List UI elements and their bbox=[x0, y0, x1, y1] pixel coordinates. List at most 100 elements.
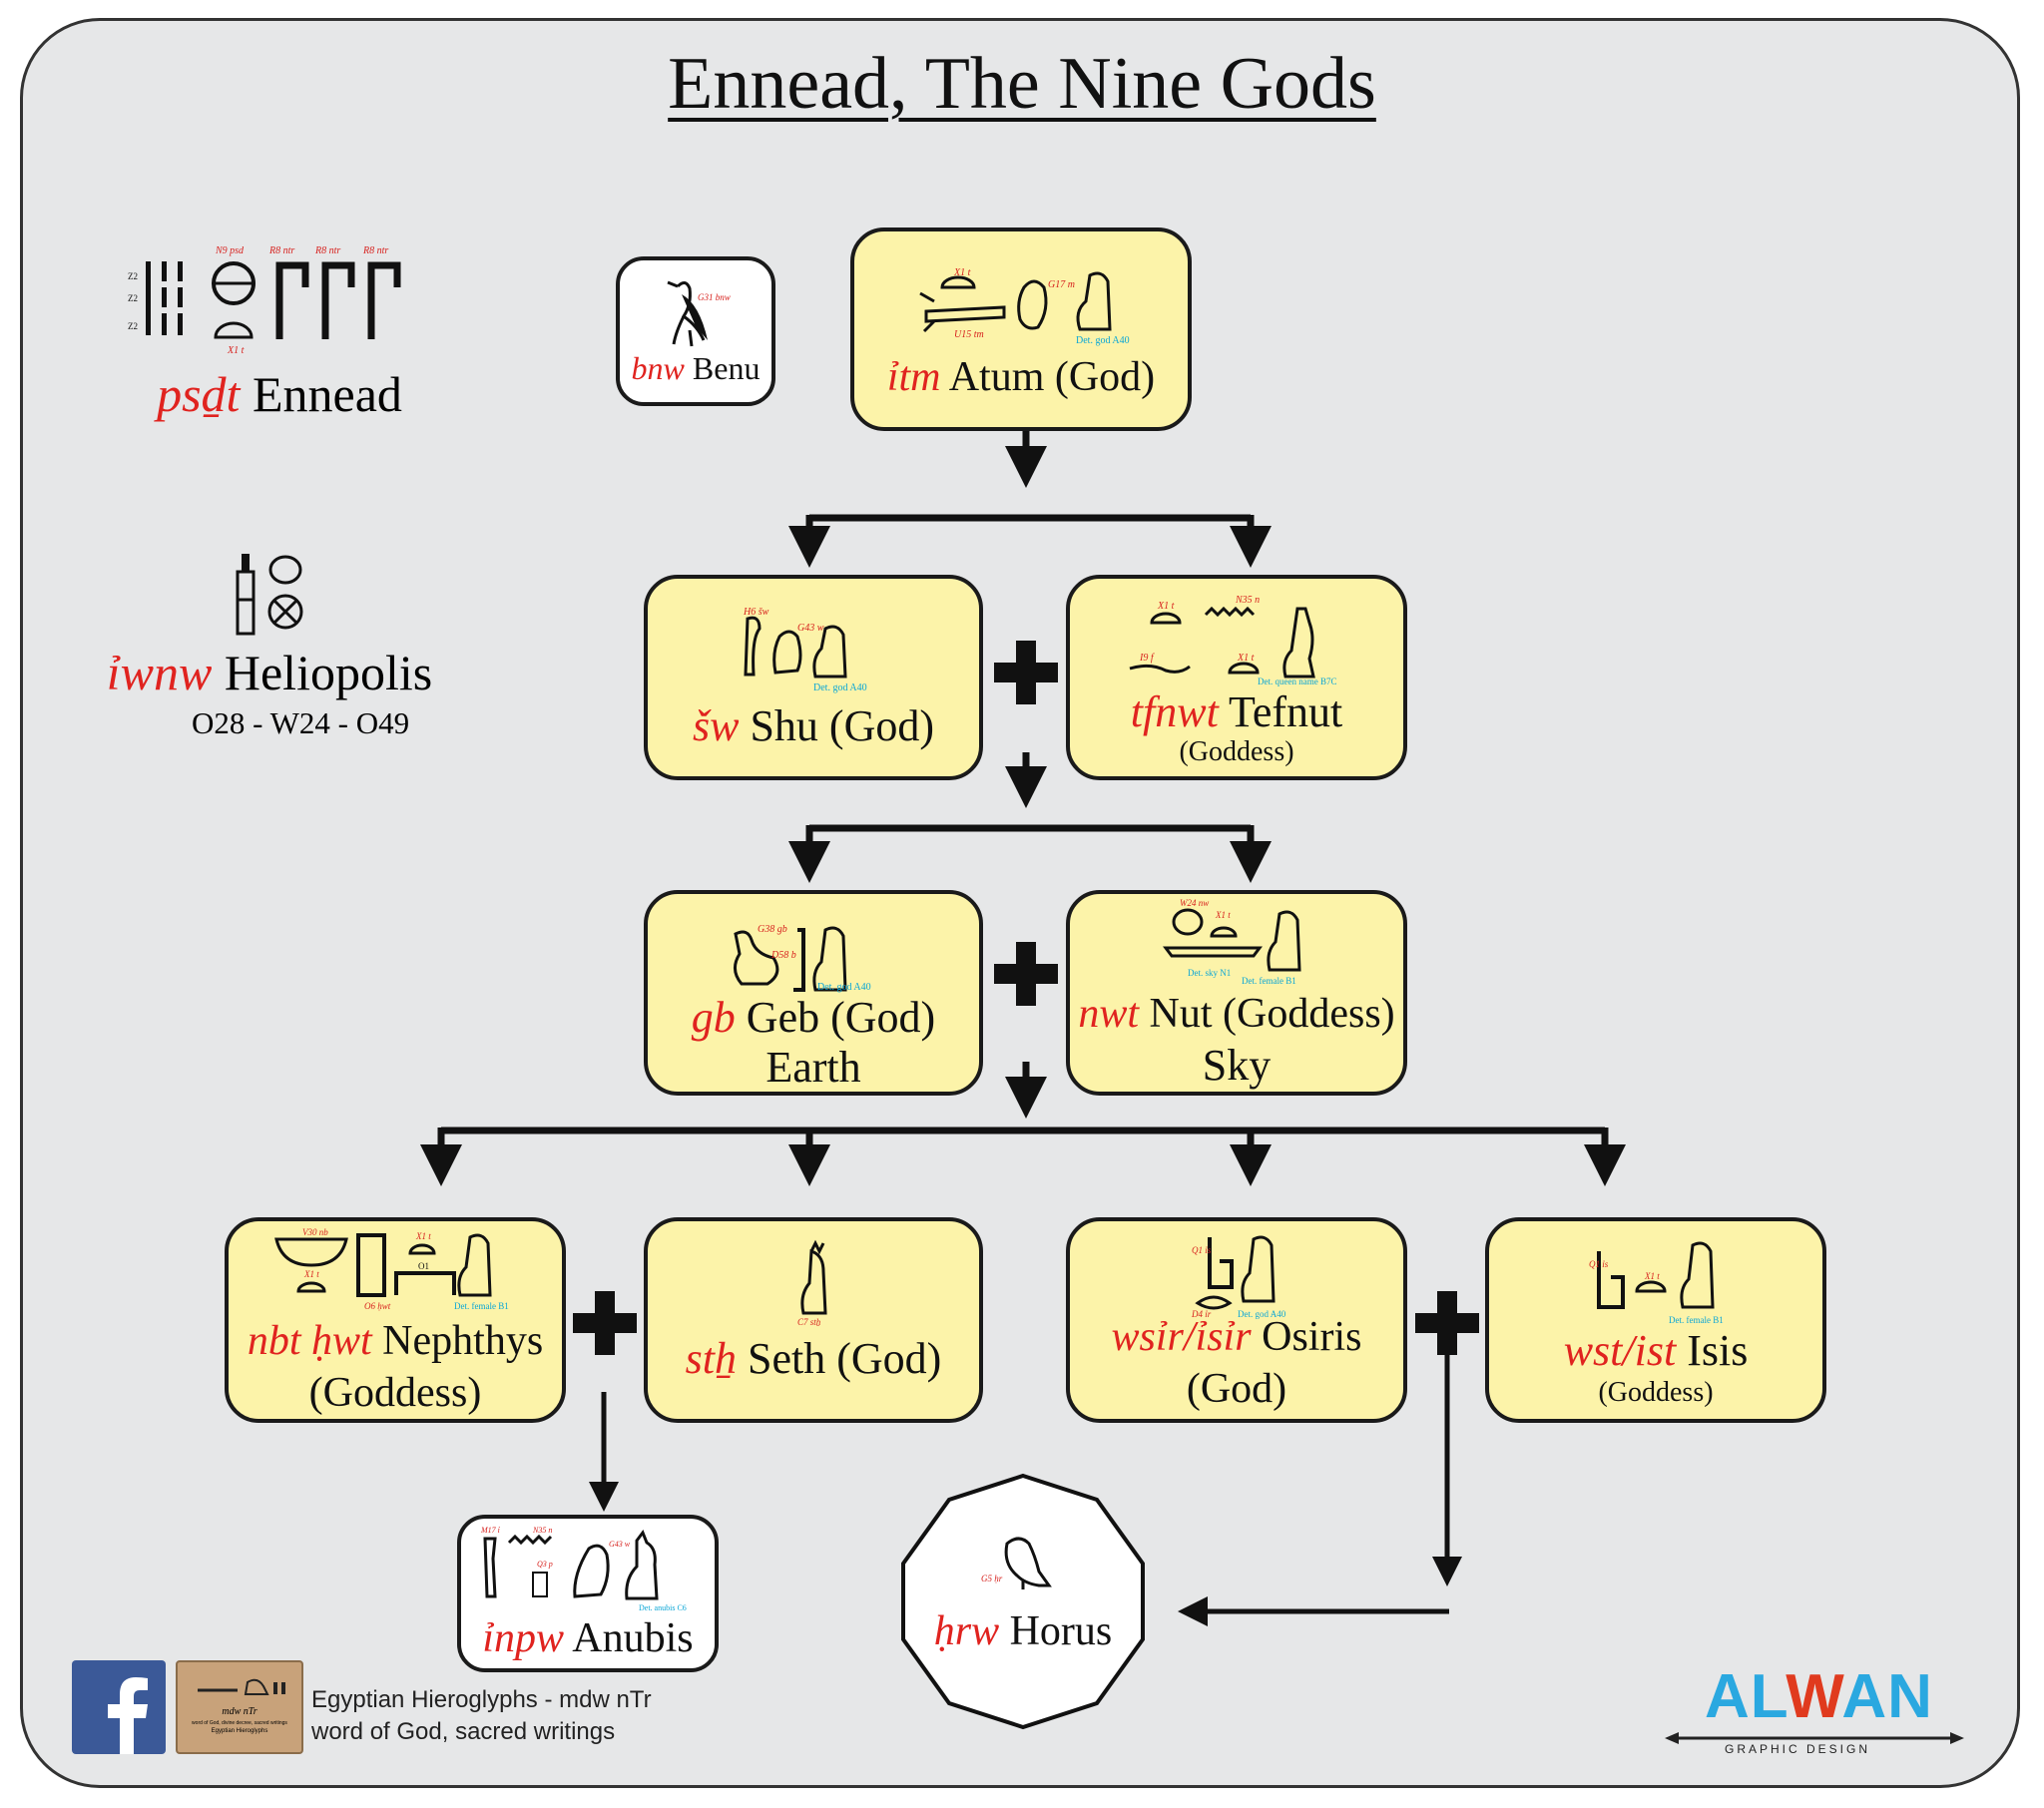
svg-text:Q3 p: Q3 p bbox=[537, 1560, 553, 1569]
node-tefnut: X1 t N35 n I9 f X1 t Det. queen name B7C… bbox=[1066, 575, 1407, 780]
page-name[interactable]: Egyptian Hieroglyphs - mdw nTr bbox=[311, 1686, 652, 1713]
node-seth: C7 stẖ stẖ Seth (God) bbox=[644, 1217, 983, 1423]
heliopolis-word: Heliopolis bbox=[224, 645, 433, 700]
svg-text:G5 ḥr: G5 ḥr bbox=[981, 1574, 1003, 1583]
svg-text:R8 ntr: R8 ntr bbox=[268, 245, 294, 256]
svg-text:V30 nb: V30 nb bbox=[302, 1227, 328, 1237]
heliopolis-translit: ỉwnw bbox=[106, 645, 213, 700]
geb-subtitle: Earth bbox=[766, 1043, 861, 1092]
svg-text:D58 b: D58 b bbox=[770, 950, 796, 961]
heliopolis-group: ỉwnw Heliopolis O28 - W24 - O49 bbox=[80, 544, 459, 743]
svg-text:D4 ỉr: D4 ỉr bbox=[1191, 1309, 1212, 1319]
shu-caption: šw Shu (God) bbox=[648, 700, 979, 751]
nut-name: Nut (Goddess) bbox=[1149, 991, 1395, 1037]
alwan-logo: ALWAN GRAPHIC DESIGN bbox=[1665, 1664, 1964, 1758]
svg-text:Det. sky N1: Det. sky N1 bbox=[1188, 968, 1231, 978]
anubis-hieroglyphs: M17 ỉ N35 n Q3 p G43 w Det. anubis C6 bbox=[480, 1526, 687, 1612]
geb-caption: gb Geb (God) bbox=[648, 992, 979, 1043]
svg-text:Det. god A40: Det. god A40 bbox=[817, 982, 871, 993]
svg-text:C7 stẖ: C7 stẖ bbox=[797, 1317, 821, 1327]
svg-text:Det. female B1: Det. female B1 bbox=[1242, 976, 1296, 986]
nephthys-name: Nephthys bbox=[382, 1318, 544, 1364]
svg-text:Q1 ỉs: Q1 ỉs bbox=[1192, 1245, 1212, 1255]
logo-arrow-rule bbox=[1665, 1732, 1964, 1744]
heliopolis-hieroglyphs bbox=[236, 554, 303, 636]
anubis-caption: ỉnpw Anubis bbox=[461, 1614, 715, 1662]
logo-text-w: W bbox=[1786, 1662, 1842, 1731]
svg-text:Z2: Z2 bbox=[128, 271, 138, 281]
page-title: Ennead, The Nine Gods bbox=[668, 43, 1376, 125]
logo-text-al: AL bbox=[1705, 1662, 1787, 1731]
heron-glyph: G31 bnw bbox=[667, 280, 731, 347]
horus-name: Horus bbox=[1009, 1608, 1113, 1654]
thumbnail-glyphs bbox=[198, 1678, 285, 1695]
isis-subtitle: (Goddess) bbox=[1598, 1377, 1714, 1408]
heliopolis-codes: O28 - W24 - O49 bbox=[192, 705, 410, 740]
svg-text:H6 šw: H6 šw bbox=[743, 607, 769, 618]
thumbnail-sub1: word of God, divine decree, sacred writi… bbox=[192, 1720, 287, 1726]
svg-text:X1 t: X1 t bbox=[415, 1231, 431, 1241]
node-isis: Q1 ỉs X1 t Det. female B1 wst/ist Isis (… bbox=[1485, 1217, 1826, 1423]
psdt-sign-n9: N9 psd bbox=[215, 245, 245, 256]
nut-hieroglyphs: W24 nw X1 t Det. sky N1 Det. female B1 bbox=[1163, 898, 1301, 986]
svg-text:Z2: Z2 bbox=[128, 321, 138, 331]
thumbnail-title: mdw nTr bbox=[222, 1706, 257, 1717]
shu-name: Shu (God) bbox=[750, 701, 935, 750]
shu-hieroglyphs: H6 šw G43 w Det. god A40 bbox=[743, 607, 867, 693]
nut-caption: nwt Nut (Goddess) bbox=[1070, 990, 1403, 1038]
svg-text:G17 m: G17 m bbox=[1048, 279, 1075, 290]
geb-name: Geb (God) bbox=[746, 993, 936, 1042]
plus-signs bbox=[573, 641, 1479, 1355]
node-osiris: Q1 ỉs D4 ỉr Det. god A40 wsỉr/ỉsỉr Osiri… bbox=[1066, 1217, 1407, 1423]
svg-text:M17 ỉ: M17 ỉ bbox=[480, 1526, 501, 1535]
page-tagline: word of God, sacred writings bbox=[311, 1718, 616, 1745]
svg-text:Det. god A40: Det. god A40 bbox=[813, 682, 867, 693]
svg-text:Det. god A40: Det. god A40 bbox=[1238, 1309, 1286, 1319]
heliopolis-caption: ỉwnw Heliopolis bbox=[80, 644, 459, 701]
svg-text:N35 n: N35 n bbox=[1235, 595, 1260, 606]
svg-text:I9 f: I9 f bbox=[1139, 653, 1155, 664]
svg-text:R8 ntr: R8 ntr bbox=[314, 245, 340, 256]
svg-text:O1: O1 bbox=[418, 1261, 429, 1271]
osiris-subtitle: (God) bbox=[1186, 1366, 1287, 1412]
svg-text:G43 w: G43 w bbox=[609, 1540, 631, 1549]
isis-name: Isis bbox=[1687, 1326, 1749, 1375]
node-shu: H6 šw G43 w Det. god A40 šw Shu (God) bbox=[644, 575, 983, 780]
atum-hieroglyphs: X1 t G17 m U15 tm Det. god A40 bbox=[919, 267, 1130, 346]
node-nut: W24 nw X1 t Det. sky N1 Det. female B1 n… bbox=[1066, 890, 1407, 1096]
svg-text:X1 t: X1 t bbox=[953, 267, 971, 278]
seth-caption: stẖ Seth (God) bbox=[648, 1333, 979, 1384]
svg-text:G31 bnw: G31 bnw bbox=[698, 292, 731, 302]
psdt-translit: psḏt bbox=[157, 366, 241, 422]
svg-text:X1 t: X1 t bbox=[303, 1269, 319, 1279]
atum-caption: ỉtm Atum (God) bbox=[854, 353, 1188, 401]
facebook-link[interactable] bbox=[72, 1660, 166, 1754]
svg-text:X1 t: X1 t bbox=[1157, 601, 1175, 612]
facebook-icon bbox=[108, 1677, 148, 1754]
svg-text:Det. queen name B7C: Det. queen name B7C bbox=[1258, 677, 1336, 686]
svg-text:X1 t: X1 t bbox=[1215, 910, 1231, 920]
benu-word: Benu bbox=[692, 350, 761, 386]
horus-translit: ḥrw bbox=[933, 1608, 1000, 1654]
logo-text-an: AN bbox=[1841, 1662, 1933, 1731]
nephthys-translit: nbt ḥwt bbox=[247, 1318, 372, 1364]
isis-caption: wst/ist Isis bbox=[1489, 1325, 1822, 1376]
svg-text:Det. female B1: Det. female B1 bbox=[454, 1301, 509, 1311]
node-geb: G38 gb D58 b Det. god A40 gb Geb (God) E… bbox=[644, 890, 983, 1096]
atum-name: Atum (God) bbox=[948, 354, 1156, 400]
nephthys-hieroglyphs: V30 nb X1 t X1 t O6 ḥwt O1 Det. female B… bbox=[274, 1227, 509, 1311]
svg-text:X1 t: X1 t bbox=[1644, 1271, 1660, 1281]
svg-text:G43 w: G43 w bbox=[797, 623, 824, 634]
logo-tagline: GRAPHIC DESIGN bbox=[1725, 1742, 1871, 1756]
tefnut-caption: tfnwt Tefnut bbox=[1070, 686, 1403, 737]
seth-name: Seth (God) bbox=[748, 1334, 942, 1383]
svg-text:Det. god A40: Det. god A40 bbox=[1076, 335, 1130, 346]
page-thumbnail[interactable]: mdw nTr word of God, divine decree, sacr… bbox=[176, 1660, 303, 1754]
tefnut-subtitle: (Goddess) bbox=[1179, 736, 1294, 767]
svg-text:G38 gb: G38 gb bbox=[758, 924, 787, 935]
psdt-word: Ennead bbox=[252, 366, 402, 422]
svg-text:O6 ḥwt: O6 ḥwt bbox=[364, 1301, 391, 1311]
